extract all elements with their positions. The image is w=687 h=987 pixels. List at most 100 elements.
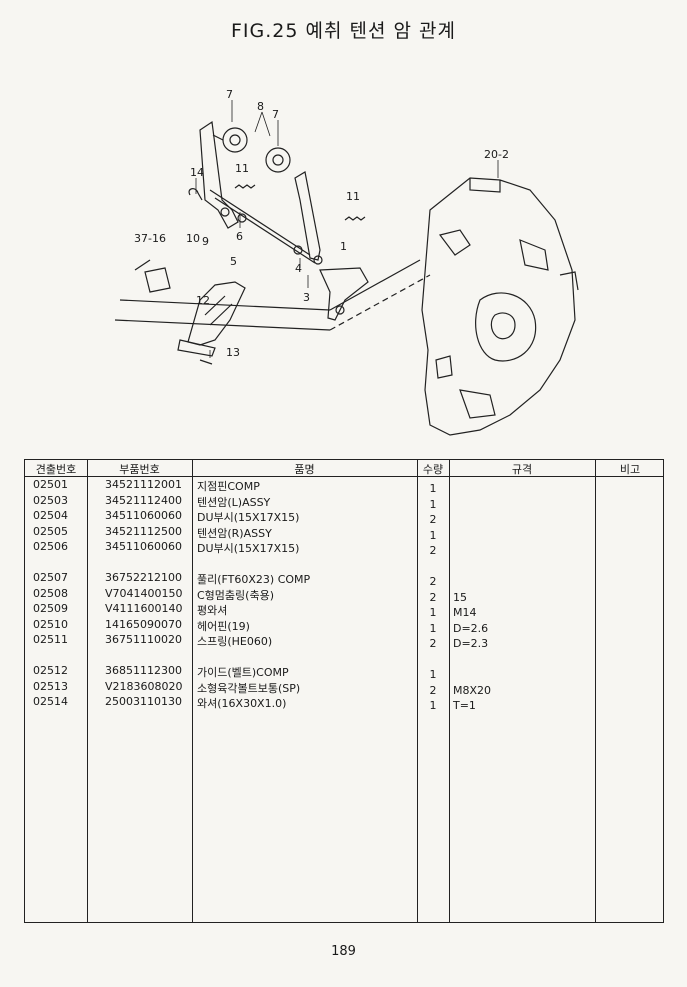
quantity-cell: 2 <box>429 544 437 557</box>
quantity-cell: 1 <box>429 621 437 635</box>
header-spec: 규격 <box>511 463 533 476</box>
quantity-cell: 1 <box>429 668 437 681</box>
row-spacer <box>25 556 663 572</box>
table-row: 02506 34511060060 DU부시(15X17X15) 2 <box>25 540 663 557</box>
part-name-cell: C형멈춤링(축용) <box>197 588 274 602</box>
index-no-cell: 02509 <box>33 602 68 615</box>
table-row: 02508 V7041400150 C형멈춤링(축용) 2 15 <box>25 586 663 604</box>
part-no-cell: V4111600140 <box>105 602 183 615</box>
callout-11b: 11 <box>346 190 360 203</box>
part-name-cell: 지점핀COMP <box>197 480 260 493</box>
index-no-cell: 02513 <box>33 679 68 693</box>
callout-14: 14 <box>190 166 204 179</box>
callout-4: 4 <box>295 262 302 275</box>
quantity-cell: 1 <box>429 482 437 495</box>
index-no-cell: 02506 <box>33 540 68 553</box>
index-no-cell: 02514 <box>33 695 68 708</box>
callout-7b: 7 <box>272 108 279 121</box>
part-no-cell: 14165090070 <box>105 617 182 631</box>
part-name-cell: 풀리(FT60X23) COMP <box>197 573 311 586</box>
belt-guide <box>187 281 246 346</box>
quantity-cell: 1 <box>429 606 437 619</box>
part-name-cell: DU부시(15X17X15) <box>197 542 300 555</box>
spec-cell: T=1 <box>453 699 476 712</box>
page-title: FIG.25 예취 텐션 암 관계 <box>231 20 456 42</box>
part-no-cell: 34511060060 <box>105 540 182 553</box>
callout-1: 1 <box>340 240 347 253</box>
callout-10: 10 <box>186 232 200 245</box>
part-no-cell: 34521112500 <box>105 524 182 538</box>
table-row: 02501 34521112001 지점핀COMP 1 <box>25 478 663 495</box>
spec-cell: D=2.6 <box>453 621 489 635</box>
header-remarks: 비고 <box>619 463 641 476</box>
index-no-cell: 02511 <box>33 633 68 646</box>
index-no-cell: 02510 <box>33 617 68 631</box>
index-no-cell: 02508 <box>33 586 68 600</box>
exploded-parts-diagram: 7 8 7 11 14 10 9 6 37-16 5 4 3 11 1 12 1… <box>114 88 579 436</box>
row-spacer <box>25 649 663 665</box>
part-name-cell: 와셔(16X30X1.0) <box>197 697 287 710</box>
part-name-cell: 텐션암(L)ASSY <box>197 495 271 509</box>
callout-12: 12 <box>196 294 210 307</box>
spec-cell: D=2.3 <box>453 637 489 650</box>
tension-arm-right <box>294 171 321 261</box>
part-name-cell: 헤어핀(19) <box>197 619 250 633</box>
quantity-cell: 1 <box>429 699 437 712</box>
callout-5: 5 <box>230 255 237 268</box>
callout-20-2: 20-2 <box>484 148 509 161</box>
index-no-cell: 02505 <box>33 524 68 538</box>
table-row: 02511 36751110020 스프링(HE060) 2 D=2.3 <box>25 633 663 650</box>
part-name-cell: DU부시(15X17X15) <box>197 511 300 524</box>
part-no-cell: 34521112400 <box>105 493 182 507</box>
quantity-cell: 2 <box>429 575 437 588</box>
page-number: 189 <box>331 944 356 959</box>
quantity-cell: 2 <box>429 513 437 526</box>
header-part-name: 품명 <box>294 463 315 476</box>
quantity-cell: 2 <box>429 590 437 604</box>
part-no-cell: 36851112300 <box>105 664 182 677</box>
callout-37-16: 37-16 <box>134 232 166 245</box>
table-row: 02505 34521112500 텐션암(R)ASSY 1 <box>25 524 663 542</box>
index-no-cell: 02503 <box>33 493 68 507</box>
part-no-cell: 36751110020 <box>105 633 182 646</box>
index-no-cell: 02507 <box>33 571 68 584</box>
part-no-cell: 36752212100 <box>105 571 182 584</box>
table-row: 02510 14165090070 헤어핀(19) 1 D=2.6 <box>25 617 663 635</box>
quantity-cell: 1 <box>429 497 437 511</box>
part-name-cell: 가이드(벨트)COMP <box>197 666 289 679</box>
table-row: 02512 36851112300 가이드(벨트)COMP 1 <box>25 664 663 681</box>
callout-6: 6 <box>236 230 243 243</box>
callout-3: 3 <box>303 291 310 304</box>
index-no-cell: 02512 <box>33 664 68 677</box>
quantity-cell: 1 <box>429 528 437 542</box>
header-part-no: 부품번호 <box>119 463 160 476</box>
spec-cell: M8X20 <box>453 683 492 697</box>
index-no-cell: 02504 <box>33 509 68 522</box>
table-row: 02503 34521112400 텐션암(L)ASSY 1 <box>25 493 663 511</box>
index-no-cell: 02501 <box>33 478 68 491</box>
callout-13: 13 <box>226 346 240 359</box>
header-index-no: 견출번호 <box>35 463 77 476</box>
part-name-cell: 텐션암(R)ASSY <box>197 526 272 540</box>
part-no-cell: V2183608020 <box>105 679 183 693</box>
quantity-cell: 2 <box>429 637 437 650</box>
table-row: 02504 34511060060 DU부시(15X17X15) 2 <box>25 509 663 526</box>
table-row: 02513 V2183608020 소형육각볼트보통(SP) 2 M8X20 <box>25 679 663 697</box>
header-quantity: 수량 <box>422 463 444 476</box>
part-no-cell: 25003110130 <box>105 695 182 708</box>
parts-table: 견출번호 부품번호 품명 수량 규격 비고 02501 34521112001 지점… <box>24 459 664 923</box>
callout-9: 9 <box>202 235 209 248</box>
part-no-cell: V7041400150 <box>105 586 183 600</box>
spec-cell: M14 <box>453 606 477 619</box>
spec-cell: 15 <box>453 590 467 604</box>
tension-arm-left <box>199 120 239 229</box>
part-no-cell: 34511060060 <box>105 509 182 522</box>
callout-7a: 7 <box>226 88 233 101</box>
quantity-cell: 2 <box>429 683 437 697</box>
part-name-cell: 소형육각볼트보통(SP) <box>197 681 301 695</box>
part-no-cell: 34521112001 <box>105 478 182 491</box>
part-name-cell: 스프링(HE060) <box>197 635 273 648</box>
table-row: 02507 36752212100 풀리(FT60X23) COMP 2 <box>25 571 663 588</box>
housing-body <box>421 177 576 436</box>
